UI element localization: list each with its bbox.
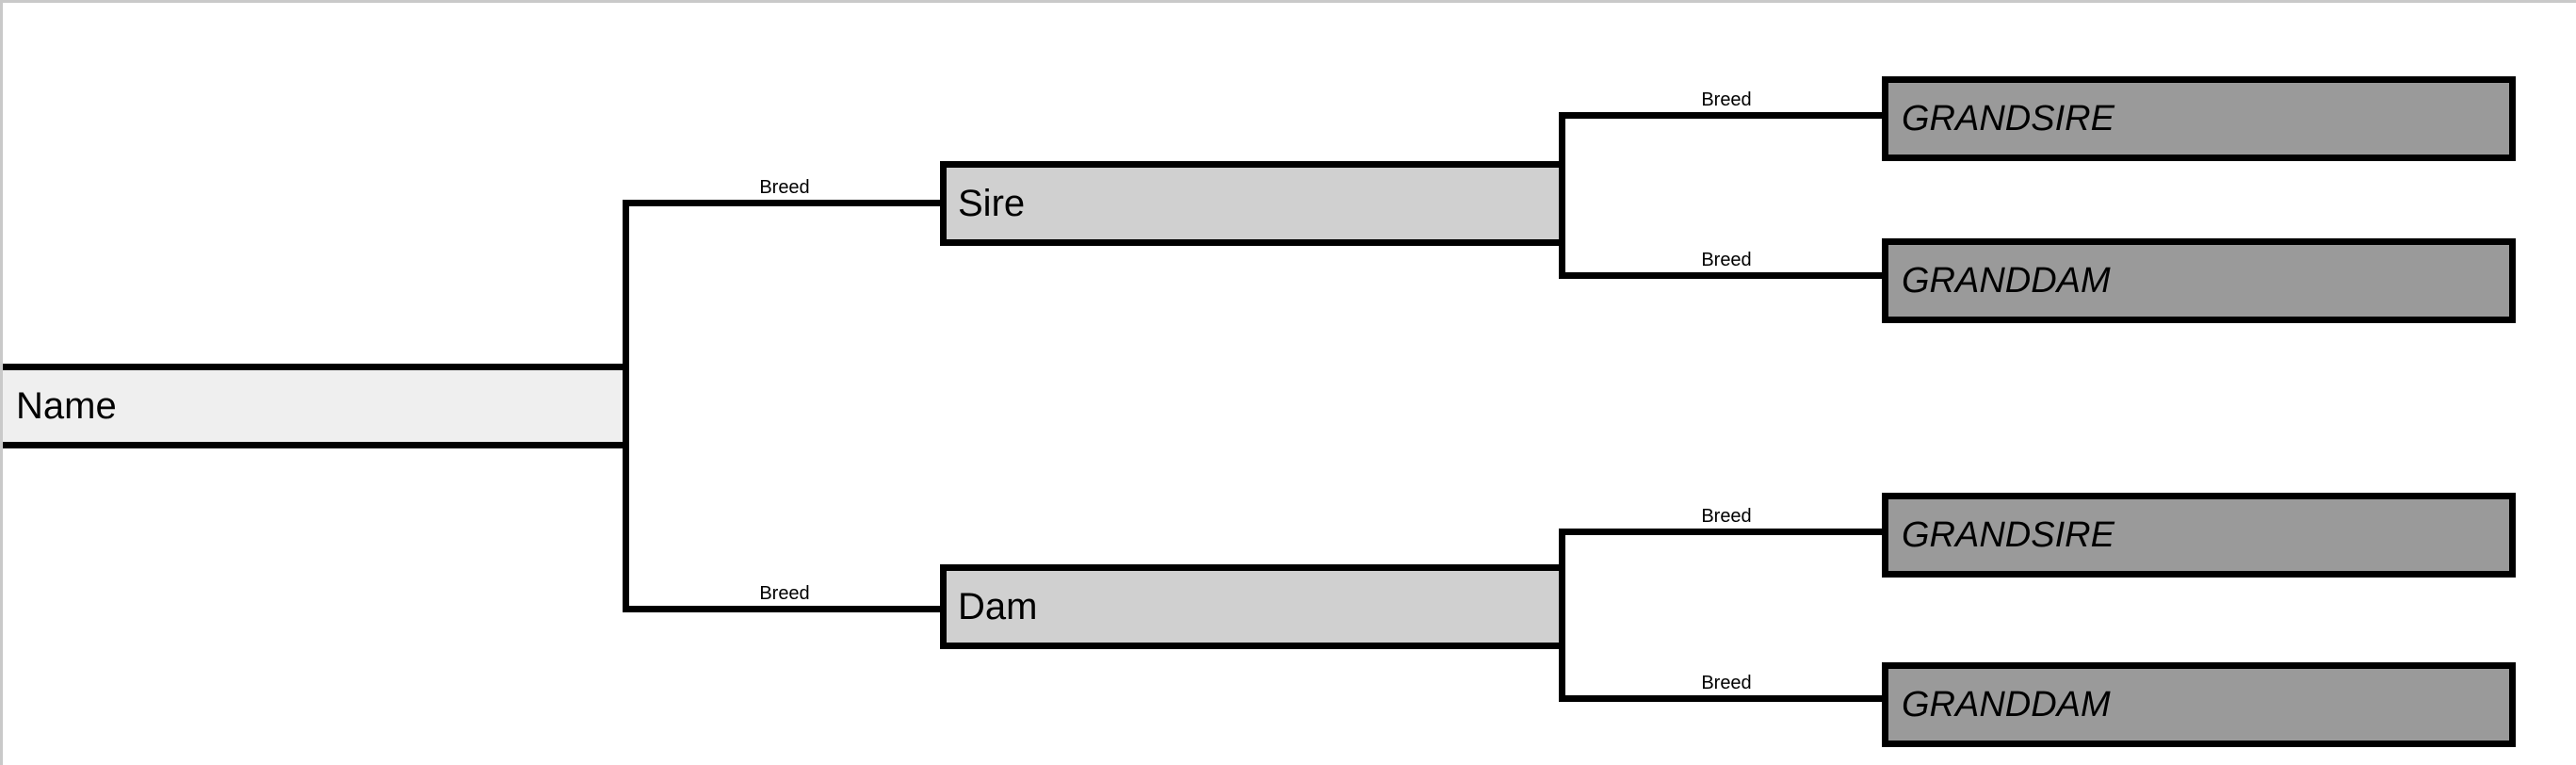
- connector-subject-to-dam: [623, 606, 947, 612]
- edge-label-breed-paternal-grandsire: Breed: [1701, 90, 1752, 110]
- node-grandparent-paternal-grandsire-label: GRANDSIRE: [1902, 99, 2114, 138]
- node-grandparent-paternal-granddam-label: GRANDDAM: [1902, 261, 2111, 301]
- node-subject-label: Name: [16, 385, 117, 427]
- node-grandparent-paternal-grandsire[interactable]: GRANDSIRE: [1882, 76, 2516, 161]
- node-parent-dam-label: Dam: [958, 586, 1038, 627]
- connector-dam-to-maternal-granddam: [1559, 695, 1888, 702]
- edge-label-breed-paternal-granddam: Breed: [1701, 250, 1752, 270]
- node-parent-sire-label: Sire: [958, 183, 1026, 224]
- edge-label-breed-sire: Breed: [759, 177, 810, 198]
- connector-dam-to-maternal-grandsire: [1559, 529, 1888, 535]
- node-grandparent-paternal-granddam[interactable]: GRANDDAM: [1882, 238, 2516, 323]
- connector-subject-to-sire: [623, 200, 947, 206]
- connector-sire-to-paternal-granddam: [1559, 272, 1888, 279]
- connector-sire-to-paternal-grandsire: [1559, 112, 1888, 119]
- node-parent-sire[interactable]: Sire: [940, 161, 1565, 246]
- node-subject-name[interactable]: Name: [3, 364, 629, 448]
- node-grandparent-maternal-granddam-label: GRANDDAM: [1902, 685, 2111, 724]
- node-grandparent-maternal-granddam[interactable]: GRANDDAM: [1882, 662, 2516, 747]
- node-grandparent-maternal-grandsire-label: GRANDSIRE: [1902, 515, 2114, 555]
- edge-label-breed-dam: Breed: [759, 583, 810, 604]
- connector-trunk-dam-vertical: [1559, 529, 1565, 702]
- edge-label-breed-maternal-granddam: Breed: [1701, 673, 1752, 693]
- connector-trunk-subject-vertical: [623, 200, 629, 612]
- edge-label-breed-maternal-grandsire: Breed: [1701, 506, 1752, 527]
- node-parent-dam[interactable]: Dam: [940, 564, 1565, 649]
- connector-trunk-sire-vertical: [1559, 112, 1565, 279]
- node-grandparent-maternal-grandsire[interactable]: GRANDSIRE: [1882, 493, 2516, 578]
